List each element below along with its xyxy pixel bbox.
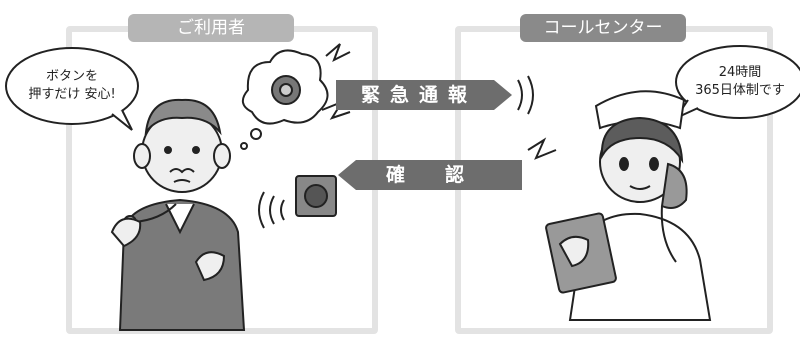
thought-cloud-pendant [240, 43, 351, 150]
emergency-report-label: 緊急通報 [360, 84, 477, 106]
user-speech-line-1: ボタンを [45, 69, 98, 84]
elderly-man-figure [110, 98, 246, 331]
call-center-panel-title: コールセンター [520, 14, 686, 42]
confirm-arrow-shape [338, 137, 557, 190]
operator-speech-line-2: 365日体制です [695, 83, 785, 98]
user-speech-line-2: 押すだけ 安心! [28, 87, 116, 102]
operator-figure [545, 90, 712, 321]
confirmation-label: 確認 [385, 164, 504, 186]
operator-speech-line-1: 24時間 [718, 65, 762, 80]
home-emergency-device [258, 175, 337, 229]
user-panel-title: ご利用者 [128, 14, 294, 42]
user-speech-bubble [5, 47, 139, 131]
emergency-arrow-shape [336, 75, 534, 115]
